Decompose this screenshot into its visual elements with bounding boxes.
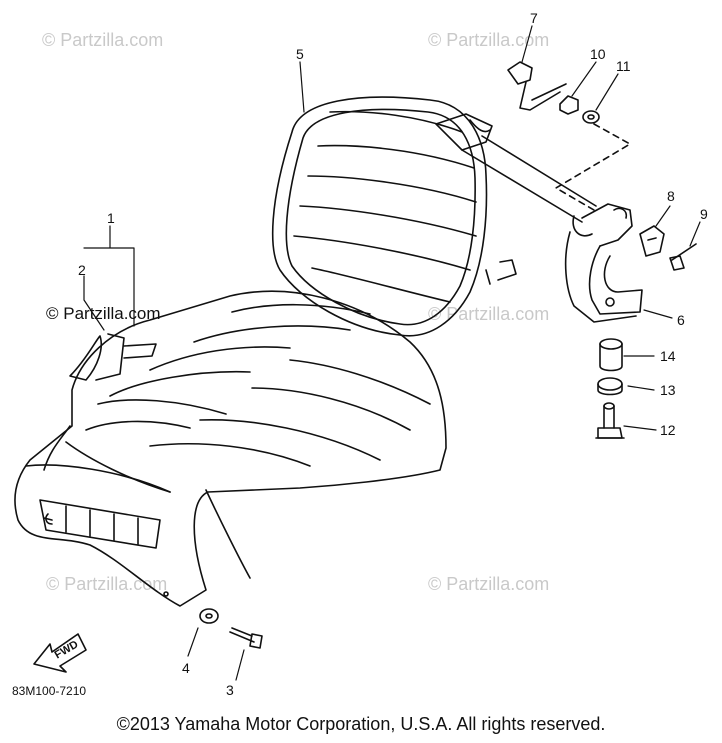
- copyright-text: ©2013 Yamaha Motor Corporation, U.S.A. A…: [116, 714, 606, 734]
- leader-dashed: [555, 123, 631, 211]
- callout-2: 2: [78, 262, 86, 278]
- washer-and-bolt: [199, 608, 263, 649]
- rod-bolt: [507, 61, 567, 111]
- callout-leaders: [83, 25, 701, 681]
- clip-and-screw: [639, 225, 697, 271]
- watermark: © Partzilla.com: [42, 30, 164, 50]
- watermark: © Partzilla.com: [46, 574, 168, 594]
- backrest-frame: [435, 113, 597, 237]
- seat-flap: [69, 333, 157, 381]
- callout-1: 1: [107, 210, 115, 226]
- callout-7: 7: [530, 10, 538, 26]
- bracket: [564, 203, 643, 323]
- callout-9: 9: [700, 206, 708, 222]
- callout-4: 4: [182, 660, 190, 676]
- watermark: © Partzilla.com: [428, 30, 550, 50]
- callout-12: 12: [660, 422, 676, 438]
- callout-13: 13: [660, 382, 676, 398]
- seat-cushion: [14, 290, 447, 607]
- callout-11: 11: [616, 58, 631, 74]
- spacer-washer-bolt: [595, 338, 625, 439]
- callout-5: 5: [296, 46, 304, 62]
- callout-6: 6: [677, 312, 685, 328]
- watermark: © Partzilla.com: [46, 304, 161, 323]
- callout-8: 8: [667, 188, 675, 204]
- watermark: © Partzilla.com: [428, 574, 550, 594]
- diagram-code: 83M100-7210: [12, 684, 87, 698]
- callout-10: 10: [590, 46, 606, 62]
- fwd-arrow-icon: [33, 633, 87, 673]
- nut-and-washer: [559, 95, 600, 124]
- backrest: [271, 96, 517, 337]
- callout-3: 3: [226, 682, 234, 698]
- callout-14: 14: [660, 348, 676, 364]
